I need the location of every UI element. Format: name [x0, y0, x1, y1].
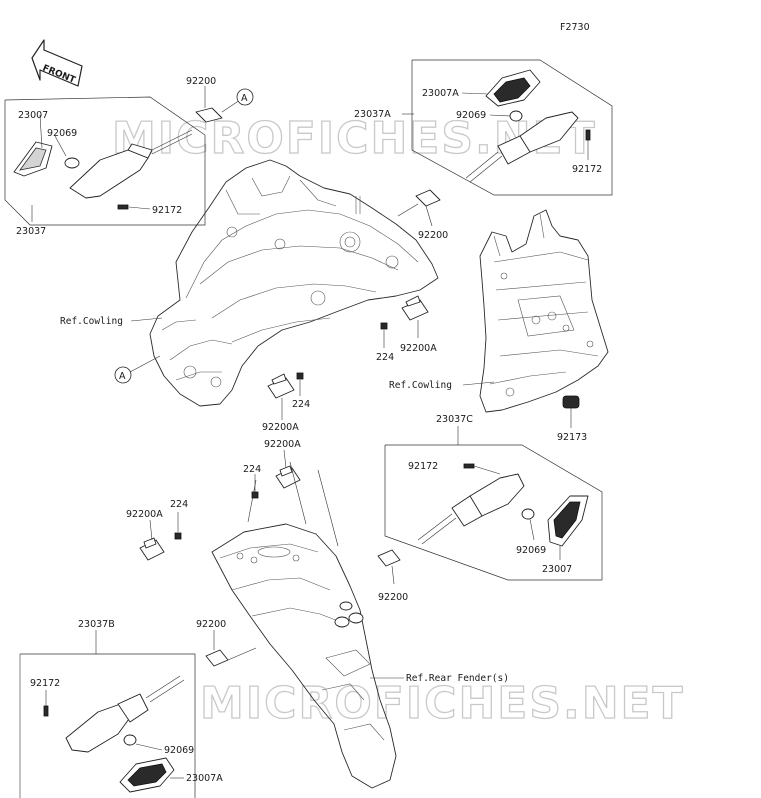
label-92172-rl: 92172 — [30, 678, 60, 689]
svg-text:A: A — [241, 93, 248, 104]
bulb-front-left — [64, 157, 80, 169]
label-92172-rr: 92172 — [408, 461, 438, 472]
watermark-bottom: MICROFICHES.NET — [200, 678, 685, 729]
label-92173: 92173 — [557, 432, 587, 443]
damper-92173: 92173 — [557, 395, 587, 443]
ref-rear-fender: Ref.Rear Fender(s) — [406, 673, 509, 684]
housing-rear-left — [65, 675, 185, 753]
lens-front-right — [485, 69, 541, 107]
grommet-92200-top: 92200 — [186, 76, 241, 123]
callout-a-lower: A — [114, 355, 161, 384]
clip-92200a-c: 92200A — [264, 439, 301, 489]
label-224-a: 224 — [376, 352, 394, 363]
housing-front-left — [69, 129, 193, 199]
label-92200a-a: 92200A — [400, 343, 437, 354]
label-92069-fr: 92069 — [456, 110, 486, 121]
label-224-b: 224 — [292, 399, 310, 410]
label-23037a: 23037A — [354, 109, 391, 120]
housing-front-right — [465, 111, 579, 183]
bulb-rear-right — [521, 508, 535, 520]
clip-92200a-d: 92200A — [126, 509, 165, 561]
turn-signal-rear-right: 23037C 92172 92069 23007 — [384, 414, 603, 581]
label-23007: 23007 — [18, 110, 48, 121]
label-92200-rr: 92200 — [378, 592, 408, 603]
front-arrow-icon: FRONT — [31, 39, 83, 87]
bolt-224-a: 224 — [376, 322, 394, 363]
clip-92200a-a: 92200A — [400, 295, 437, 354]
label-23007a-fr: 23007A — [422, 88, 459, 99]
label-23007-rr: 23007 — [542, 564, 572, 575]
bolt-224-c: 224 — [243, 464, 261, 499]
label-23007a-rl: 23007A — [186, 773, 223, 784]
screw-front-left — [117, 204, 129, 210]
callout-a-top: A — [236, 88, 254, 106]
ref-cowling-1: Ref.Cowling — [60, 316, 123, 327]
grommet-92200-rl: 92200 — [196, 619, 257, 667]
figure-code: F2730 — [560, 22, 590, 33]
turn-signal-front-right: 23037A 23007A 92069 92172 — [354, 59, 613, 196]
label-23037c: 23037C — [436, 414, 473, 425]
lens-rear-right — [547, 495, 589, 547]
upper-cowling-bracket — [149, 159, 439, 407]
label-92069-rr: 92069 — [516, 545, 546, 556]
housing-rear-right — [417, 473, 525, 545]
bulb-rear-left — [123, 734, 137, 746]
label-92200a-b: 92200A — [262, 422, 299, 433]
bulb-front-right — [509, 110, 523, 122]
screw-rear-right — [463, 463, 475, 469]
lens-front-left — [13, 141, 53, 177]
bolt-224-d: 224 — [170, 499, 188, 540]
bolt-224-b: 224 — [292, 372, 310, 410]
label-224-d: 224 — [170, 499, 188, 510]
turn-signal-front-left: 23007 92069 92172 23037 — [4, 96, 206, 237]
label-92200-top: 92200 — [186, 76, 216, 87]
rear-fender — [211, 461, 397, 789]
label-92069-rl: 92069 — [164, 745, 194, 756]
grommet-92200-rr: 92200 — [377, 549, 408, 603]
grommet-92200-fr: 92200 — [397, 189, 448, 241]
label-23037: 23037 — [16, 226, 46, 237]
label-92200a-d: 92200A — [126, 509, 163, 520]
label-92200a-c: 92200A — [264, 439, 301, 450]
label-92172-fr: 92172 — [572, 164, 602, 175]
rear-frame-bracket — [479, 209, 609, 413]
label-92172-fl: 92172 — [152, 205, 182, 216]
lens-rear-left — [119, 757, 175, 793]
label-92069-fl: 92069 — [47, 128, 77, 139]
svg-text:A: A — [119, 371, 126, 382]
turn-signal-rear-left: 23037B 92172 92069 23007A — [19, 619, 223, 798]
clip-92200a-b: 92200A — [262, 373, 299, 433]
screw-front-right — [585, 129, 591, 141]
label-23037b: 23037B — [78, 619, 115, 630]
screw-rear-left — [43, 705, 49, 717]
label-224-c: 224 — [243, 464, 261, 475]
label-92200-rl: 92200 — [196, 619, 226, 630]
label-92200-fr: 92200 — [418, 230, 448, 241]
ref-cowling-2: Ref.Cowling — [389, 380, 452, 391]
